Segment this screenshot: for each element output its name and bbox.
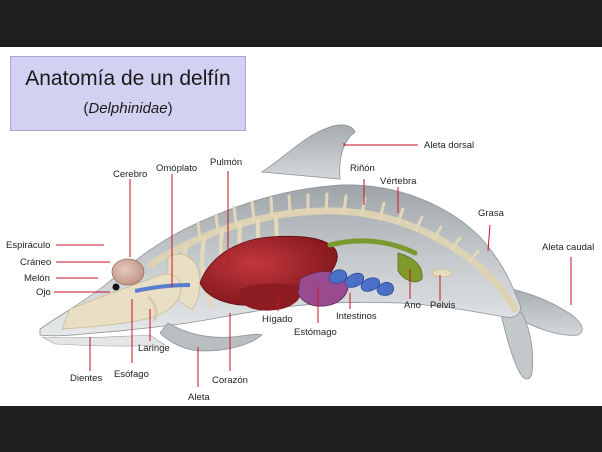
title-box: Anatomía de un delfín (Delphinidae) xyxy=(10,56,246,131)
kidney xyxy=(327,238,418,256)
diagram-canvas: Anatomía de un delfín (Delphinidae) xyxy=(0,47,602,406)
leader-lines xyxy=(54,143,572,387)
intestines xyxy=(328,269,394,296)
brain xyxy=(111,258,145,286)
label-higado: Hígado xyxy=(262,314,293,325)
label-dientes: Dientes xyxy=(70,373,102,384)
label-aleta-caudal: Aleta caudal xyxy=(542,242,594,253)
letterbox-top xyxy=(0,0,602,47)
letterbox-bottom xyxy=(0,406,602,452)
label-grasa: Grasa xyxy=(478,208,505,219)
label-ano: Ano xyxy=(404,300,421,311)
tail-fluke-upper xyxy=(497,286,583,336)
tail-fluke-lower xyxy=(499,308,534,380)
diagram-subtitle: (Delphinidae) xyxy=(11,100,245,117)
eye xyxy=(112,283,120,291)
pelvis-bone xyxy=(431,268,453,278)
label-corazon: Corazón xyxy=(212,375,248,386)
larynx xyxy=(147,295,158,322)
label-aleta-dorsal: Aleta dorsal xyxy=(424,140,474,151)
label-cerebro: Cerebro xyxy=(113,169,147,180)
lower-jaw xyxy=(41,334,166,347)
diagram-title: Anatomía de un delfín xyxy=(25,67,231,90)
label-rinon: Riñón xyxy=(350,163,375,174)
label-aleta: Aleta xyxy=(188,392,210,403)
esophagus xyxy=(134,283,191,293)
label-pulmon: Pulmón xyxy=(210,157,242,168)
anatomy-labels: Aleta dorsal Cerebro Omóplato Pulmón Riñ… xyxy=(6,140,594,403)
label-omoplato: Omóplato xyxy=(156,163,197,174)
vertebral-processes xyxy=(196,192,480,263)
label-craneo: Cráneo xyxy=(20,257,51,268)
label-ojo: Ojo xyxy=(36,287,51,298)
subtitle-scientific-name: Delphinidae xyxy=(88,100,168,117)
rectum xyxy=(397,252,423,283)
label-pelvis: Pelvis xyxy=(430,300,456,311)
liver xyxy=(240,283,302,311)
pectoral-flipper xyxy=(159,322,263,352)
subtitle-open-paren: ( xyxy=(83,100,89,117)
label-espiraculo: Espiráculo xyxy=(6,240,50,251)
label-estomago: Estómago xyxy=(294,327,337,338)
label-melon: Melón xyxy=(24,273,50,284)
label-intestinos: Intestinos xyxy=(336,311,377,322)
label-laringe: Laringe xyxy=(138,343,170,354)
subtitle-close-paren: ) xyxy=(167,100,173,117)
dorsal-fin xyxy=(260,124,356,180)
dolphin-diagram: Aleta dorsal Cerebro Omóplato Pulmón Riñ… xyxy=(6,124,594,403)
label-esofago: Esófago xyxy=(114,369,149,380)
label-vertebra: Vértebra xyxy=(380,176,417,187)
